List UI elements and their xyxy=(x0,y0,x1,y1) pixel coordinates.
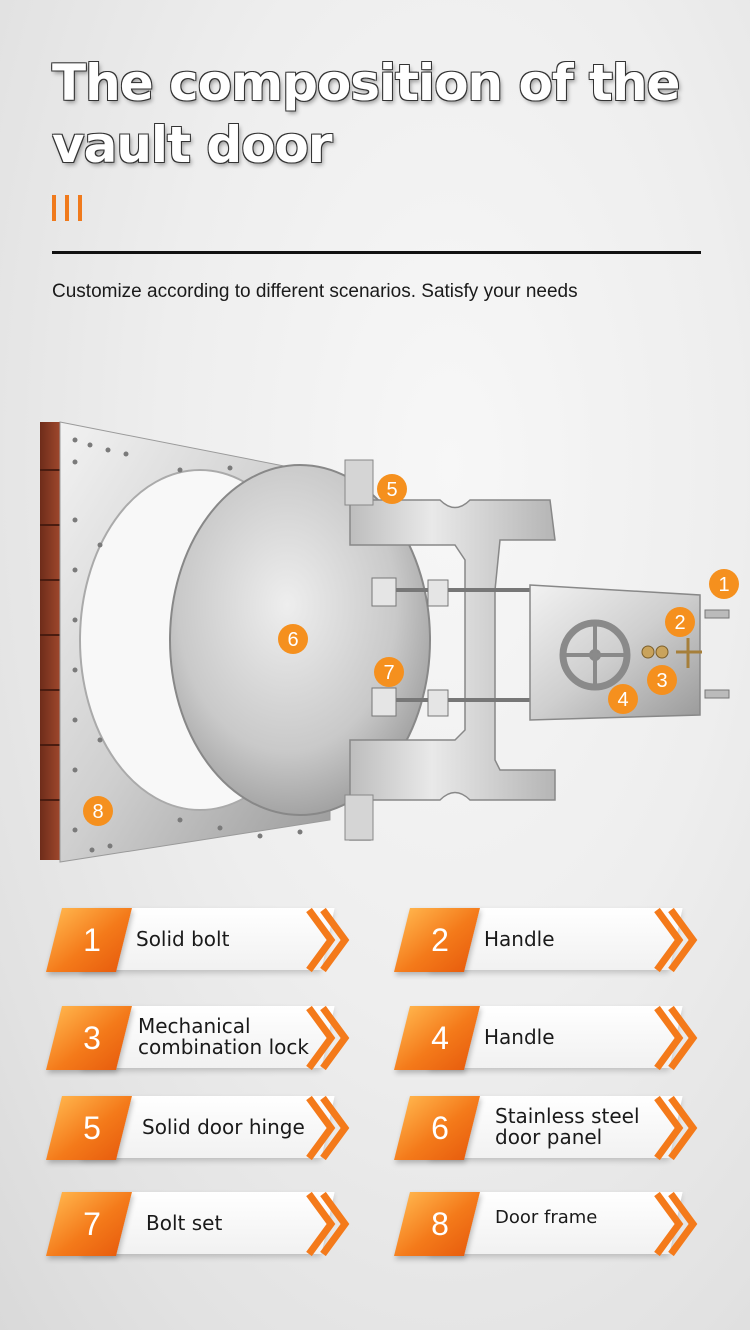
marker-8: 8 xyxy=(83,796,113,826)
part-number: 5 xyxy=(83,1110,101,1146)
chevron-right-icon xyxy=(654,1191,698,1257)
svg-text:5: 5 xyxy=(386,479,397,501)
svg-text:6: 6 xyxy=(287,629,298,651)
handle-wheel xyxy=(559,619,631,691)
part-card-1: 1 Solid bolt xyxy=(46,906,353,974)
part-number: 7 xyxy=(83,1206,101,1242)
chevron-right-icon xyxy=(306,907,350,973)
chevron-right-icon xyxy=(306,1005,350,1071)
part-card-6: 6 Stainless steel door panel xyxy=(394,1094,701,1162)
accent-bars xyxy=(52,195,92,221)
chevron-right-icon xyxy=(654,907,698,973)
svg-text:8: 8 xyxy=(92,801,103,823)
chevron-right-icon xyxy=(306,1095,350,1161)
chevron-right-icon xyxy=(306,1191,350,1257)
marker-5: 5 xyxy=(377,474,407,504)
svg-text:1: 1 xyxy=(718,574,729,596)
part-label: Handle xyxy=(484,926,555,951)
part-card-3: 3 Mechanical combination lock xyxy=(46,1004,353,1072)
part-card-2: 2 Handle xyxy=(394,906,701,974)
svg-text:3: 3 xyxy=(656,670,667,692)
part-label: Handle xyxy=(484,1024,555,1049)
part-number: 4 xyxy=(431,1020,449,1056)
chevron-right-icon xyxy=(654,1095,698,1161)
marker-2: 2 xyxy=(665,607,695,637)
part-label: Solid bolt xyxy=(136,926,230,951)
svg-text:7: 7 xyxy=(383,662,394,684)
part-label: Stainless steel door panel xyxy=(495,1104,640,1149)
vault-door-illustration: 1 2 3 4 5 6 7 8 xyxy=(40,421,739,863)
part-card-4: 4 Handle xyxy=(394,1004,701,1072)
marker-1: 1 xyxy=(709,569,739,599)
part-number: 6 xyxy=(431,1110,449,1146)
part-number: 2 xyxy=(431,922,449,958)
page-title: The composition of the vault door xyxy=(52,54,680,174)
marker-7: 7 xyxy=(374,657,404,687)
part-card-8: 8 Door frame xyxy=(394,1190,701,1258)
chevron-right-icon xyxy=(654,1005,698,1071)
title-divider xyxy=(52,251,701,254)
part-card-5: 5 Solid door hinge xyxy=(46,1094,353,1162)
frame-side xyxy=(40,422,62,860)
marker-4: 4 xyxy=(608,684,638,714)
part-label: Mechanical combination lock xyxy=(138,1014,309,1059)
part-number: 8 xyxy=(431,1206,449,1242)
svg-text:2: 2 xyxy=(674,612,685,634)
part-number: 1 xyxy=(83,922,101,958)
svg-text:4: 4 xyxy=(617,689,628,711)
marker-6: 6 xyxy=(278,624,308,654)
part-label: Solid door hinge xyxy=(142,1114,305,1139)
part-number: 3 xyxy=(83,1020,101,1056)
part-label: Door frame xyxy=(495,1206,598,1228)
page-subtitle: Customize according to different scenari… xyxy=(52,281,578,302)
part-label: Bolt set xyxy=(146,1210,223,1235)
part-card-7: 7 Bolt set xyxy=(46,1190,353,1258)
marker-3: 3 xyxy=(647,665,677,695)
